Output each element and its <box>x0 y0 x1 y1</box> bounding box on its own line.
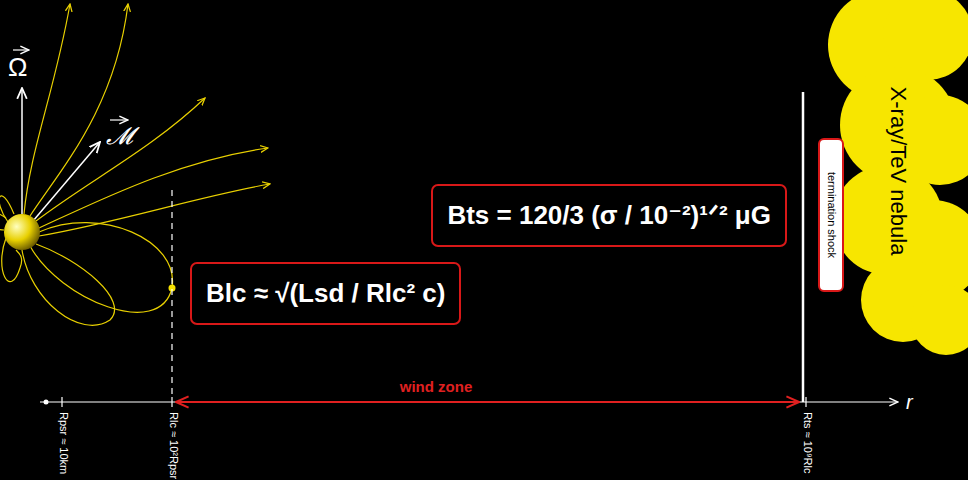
tick-label: Rts ≈ 10⁹Rlc <box>802 412 813 473</box>
formula-text: Blc ≈ √(Lsd / Rlc² c) <box>206 278 445 309</box>
vector-arrow <box>13 49 29 50</box>
wind-zone-label: wind zone <box>397 379 476 394</box>
tick-label: Rpsr ≈ 10km <box>58 412 69 474</box>
formula-box: Blc ≈ √(Lsd / Rlc² c) <box>190 262 461 325</box>
moment-arrow <box>33 142 100 221</box>
light-cylinder-line <box>171 190 172 398</box>
wind-zone-arrow <box>176 401 799 403</box>
tick-label: Rlc ≈ 10²Rpsr <box>168 412 179 479</box>
nebula-label: X-ray/TeV nebula <box>887 87 909 256</box>
shock-box: termination shock <box>818 138 844 292</box>
nebula-cloud: X-ray/TeV nebula <box>828 0 968 342</box>
omega-label: Ω <box>8 54 27 80</box>
shock-line <box>802 92 805 402</box>
axis-origin-dot <box>44 400 49 405</box>
r-axis <box>40 401 898 402</box>
pulsar-sphere <box>4 214 40 250</box>
formula-box: Bts = 120/3 (σ / 10⁻²)¹ᐟ² μG <box>431 184 787 247</box>
vector-arrow <box>110 119 128 120</box>
shock-label: termination shock <box>826 172 837 258</box>
axis-label: r <box>906 392 913 412</box>
omega-arrow <box>21 88 23 214</box>
axis-ticks <box>62 397 806 407</box>
formula-text: Bts = 120/3 (σ / 10⁻²)¹ᐟ² μG <box>447 200 771 231</box>
moment-label: 𝓜 <box>106 124 133 148</box>
